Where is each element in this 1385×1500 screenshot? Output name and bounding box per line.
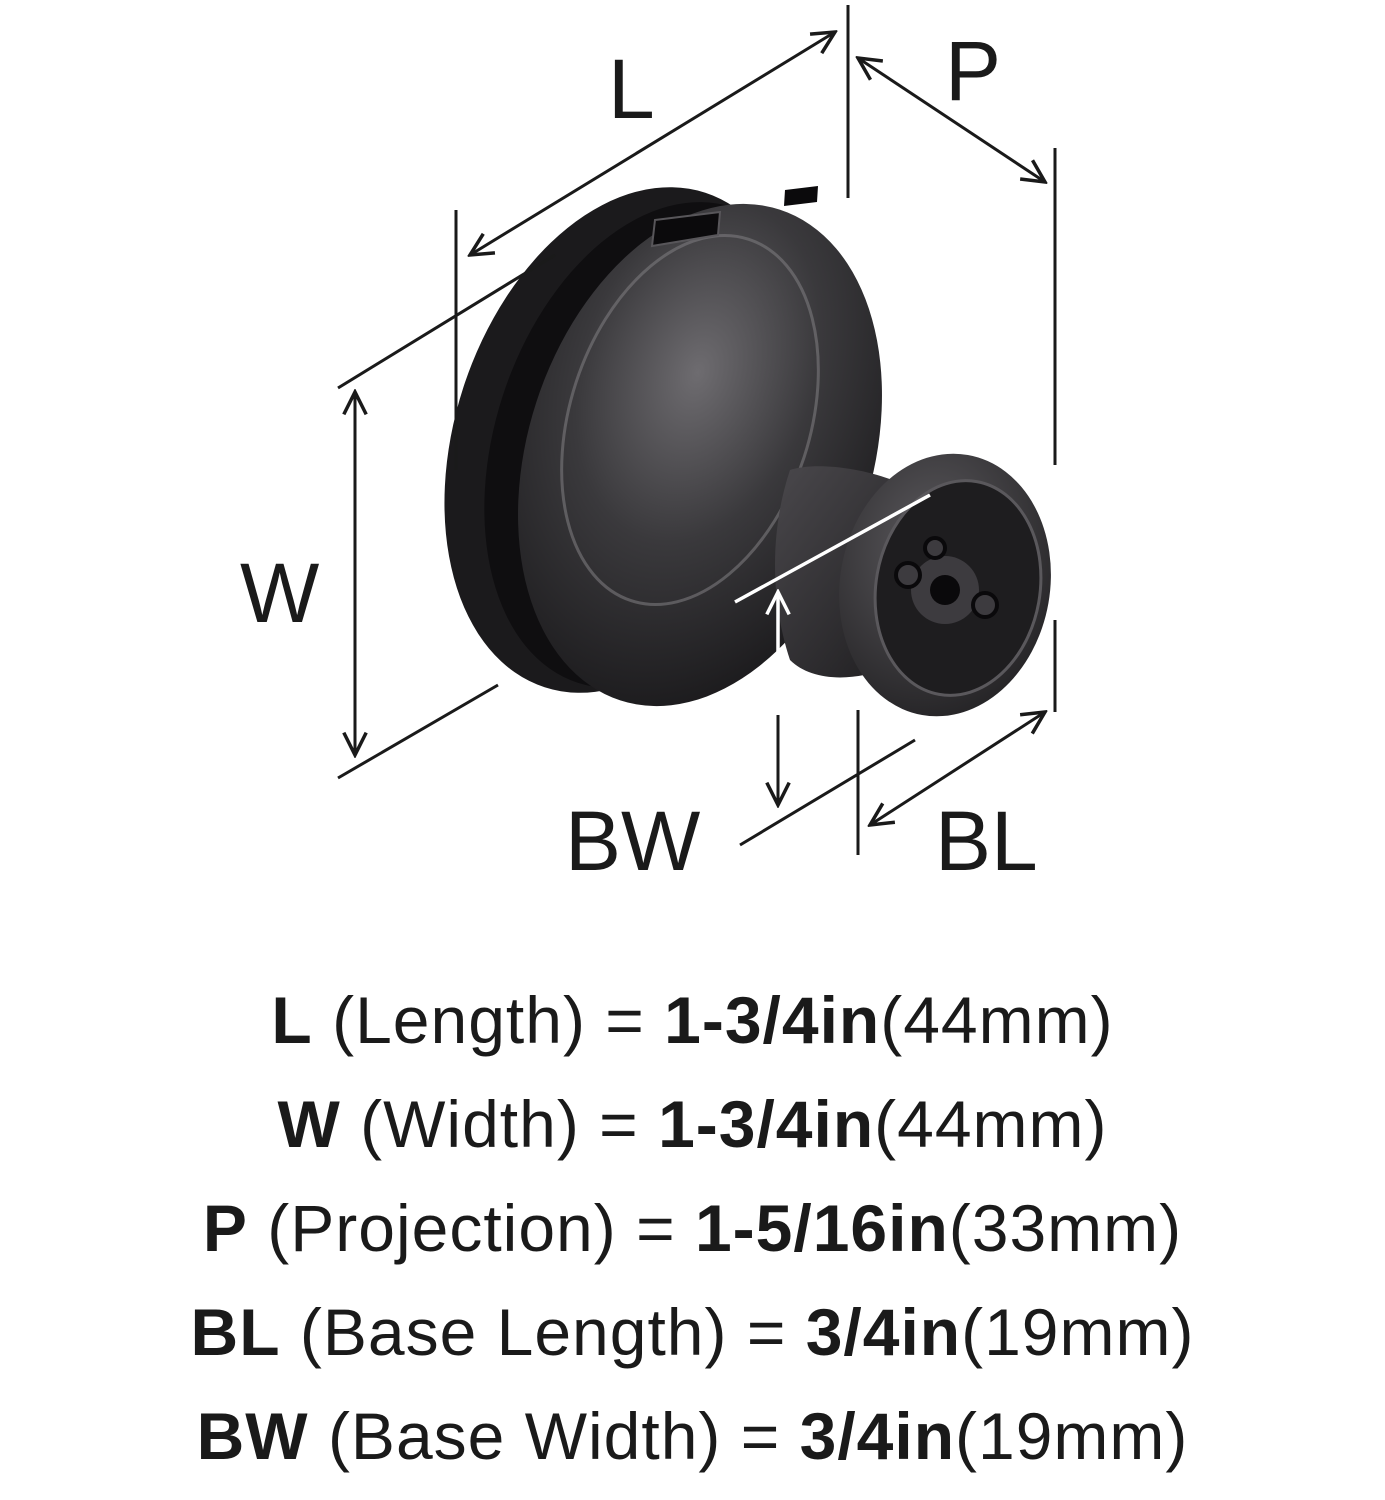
knob-illustration [444, 186, 1051, 717]
spec-name: (Width) [360, 1087, 580, 1161]
dimension-lines-white [734, 493, 931, 715]
spec-imperial: 1-3/4in [664, 983, 881, 1057]
projection-arrow [858, 58, 1045, 182]
spec-equals: = [746, 1295, 787, 1369]
spec-code: BW [196, 1399, 309, 1473]
knob-dimension-diagram: L P W BW BL [240, 5, 1057, 888]
spec-code: L [271, 983, 313, 1057]
spec-imperial: 3/4in [799, 1399, 956, 1473]
spec-row-base-width: BW (Base Width) = 3/4in(19mm) [0, 1384, 1385, 1488]
spec-row-projection: P (Projection) = 1-5/16in(33mm) [0, 1176, 1385, 1280]
knob-top-notch [784, 186, 818, 206]
spec-metric: (33mm) [948, 1191, 1183, 1265]
extension-line-w-bottom [337, 683, 499, 780]
spec-imperial: 3/4in [805, 1295, 962, 1369]
spec-row-width: W (Width) = 1-3/4in(44mm) [0, 1072, 1385, 1176]
spec-name: (Base Length) [299, 1295, 728, 1369]
spec-metric: (19mm) [961, 1295, 1195, 1369]
spec-code: W [277, 1087, 341, 1161]
base-side-hole-right [971, 591, 999, 619]
length-arrow [470, 32, 835, 255]
projection-label: P [945, 24, 1001, 118]
spec-row-base-length: BL (Base Length) = 3/4in(19mm) [0, 1280, 1385, 1384]
base-length-label: BL [935, 794, 1038, 888]
spec-equals: = [740, 1399, 781, 1473]
spec-metric: (19mm) [955, 1399, 1189, 1473]
spec-imperial: 1-3/4in [658, 1087, 875, 1161]
spec-metric: (44mm) [874, 1087, 1108, 1161]
dimension-lines [337, 5, 1057, 855]
spec-name: (Length) [332, 983, 586, 1057]
base-width-extension-white [734, 493, 931, 604]
spec-equals: = [636, 1191, 676, 1265]
spec-code: BL [190, 1295, 281, 1369]
base-screw-hole [930, 575, 960, 605]
extension-line-bw [739, 738, 916, 847]
base-top-hole [923, 536, 947, 560]
spec-equals: = [599, 1087, 639, 1161]
base-length-arrow [870, 712, 1045, 825]
extension-line-w-top [337, 253, 556, 390]
length-label: L [608, 42, 655, 136]
dimension-spec-list: L (Length) = 1-3/4in(44mm) W (Width) = 1… [0, 968, 1385, 1488]
spec-metric: (44mm) [880, 983, 1114, 1057]
spec-equals: = [605, 983, 645, 1057]
base-side-hole-left [894, 561, 922, 589]
spec-name: (Base Width) [327, 1399, 722, 1473]
width-label: W [240, 546, 319, 640]
spec-imperial: 1-5/16in [694, 1191, 949, 1265]
base-width-label: BW [565, 794, 700, 888]
spec-name: (Projection) [267, 1191, 617, 1265]
spec-row-length: L (Length) = 1-3/4in(44mm) [0, 968, 1385, 1072]
spec-code: P [202, 1191, 248, 1265]
